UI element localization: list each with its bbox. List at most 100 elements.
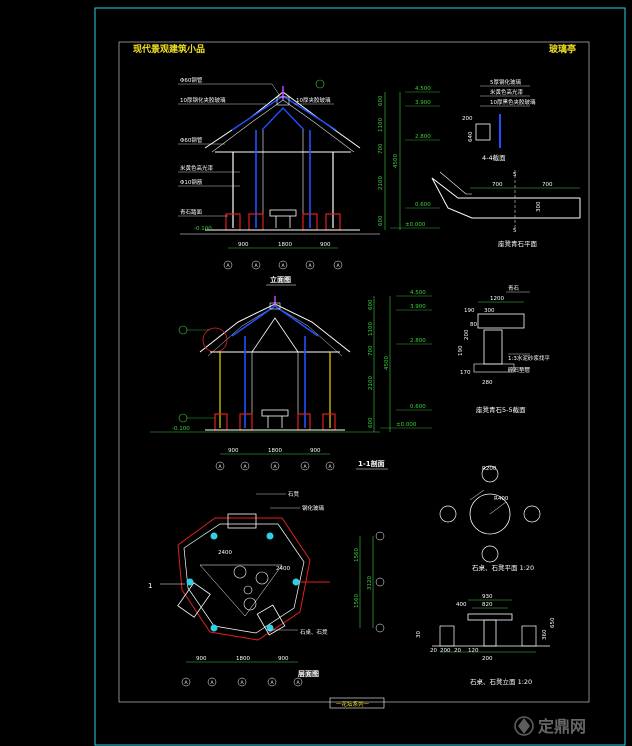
elev-leader-4: Φ60钢管: [180, 136, 203, 144]
table-elev-dim-11: 360: [542, 629, 548, 640]
bench-sec-leader-3: 碎石垫层: [508, 366, 531, 374]
bench-sec-dim-3: 300: [484, 308, 495, 314]
detail-leader-3: 10厚黑色夹胶玻璃: [490, 98, 536, 106]
plan-inner-dim-2: 2400: [276, 566, 290, 572]
plan-marker: 1: [148, 582, 152, 590]
bench-sec-dim-8: 170: [460, 370, 471, 376]
elevation-view: Φ60钢管 10厚钢化夹胶玻璃 10厚夹胶玻璃 Φ60钢管 米黄色高光漆 Φ10…: [178, 76, 440, 286]
section-level-4: 0.600: [410, 404, 426, 410]
drawing-title: 现代景观建筑小品: [133, 43, 205, 55]
section-dim-2: 1100: [368, 322, 374, 336]
section-bdim-1: 900: [228, 448, 239, 454]
table-elev-title: 石桌、石凳立面 1:20: [470, 677, 532, 686]
outer-frame: [94, 7, 626, 746]
table-elev-dim-2: 820: [482, 602, 493, 608]
elevation-view-title: 立面图: [270, 275, 291, 284]
bench-sec-leader-1: 青石: [508, 284, 520, 292]
stone-bench-plan: 700 700 5 5 300 座凳青石平面: [431, 170, 581, 248]
plan-view: 1 石凳 钢化玻璃 石桌、石凳 2400 2400 1560 1560 3120…: [148, 490, 385, 687]
elev-leader-1: Φ60钢管: [180, 76, 203, 84]
detail-4-4: 5厚钢化玻璃 米黄色高光漆 10厚黑色夹胶玻璃 200 640 4-4截面: [462, 78, 536, 162]
logo-icon: [514, 716, 534, 736]
elev-leader-6: Φ10钢筋: [180, 178, 203, 186]
section-dim-1: 600: [368, 299, 374, 310]
section-bdim-2: 1800: [268, 448, 282, 454]
table-dim-1: R200: [482, 466, 497, 472]
section-axis-4: A: [303, 464, 307, 470]
plan-bdim-1: 900: [196, 656, 207, 662]
section-level-5: ±0.000: [396, 422, 417, 428]
plan-view-title: 层面图: [297, 669, 319, 678]
plan-axis-5: A: [296, 680, 300, 686]
elev-leader-5: 米黄色高光漆: [180, 164, 214, 172]
section-level-1: 4.500: [410, 290, 426, 296]
detail-view-title: 4-4截面: [482, 153, 506, 162]
bench-sec-dim-5: 190: [458, 345, 464, 356]
table-elev-dim-8: 30: [416, 631, 422, 638]
bench-sec-leader-2: 1:3水泥砂浆找平: [508, 354, 550, 362]
bench-dim-1: 700: [492, 182, 503, 188]
elev-level-5: ±0.000: [405, 222, 426, 228]
plan-axis-4: A: [270, 680, 274, 686]
bench-plan-title: 座凳青石平面: [498, 239, 538, 248]
plan-rdim-1: 1560: [354, 548, 360, 562]
plan-axis-2: A: [210, 680, 214, 686]
section-dim-4: 2100: [368, 376, 374, 390]
plan-leader-2: 钢化玻璃: [302, 504, 325, 512]
drawing-subtitle: 玻璃亭: [549, 43, 576, 55]
bench-dim-3: 5: [513, 172, 517, 178]
table-elev-dim-5: 20: [430, 648, 437, 654]
elev-bdim-1: 900: [238, 242, 249, 248]
elev-leader-7: 青石踏面: [180, 208, 203, 216]
detail-leader-1: 5厚钢化玻璃: [490, 78, 521, 86]
table-elev-dim-1: 930: [482, 594, 493, 600]
section-1-1-view: -0.100 600 1100 700 2100 600 4500 4.500 …: [150, 290, 432, 471]
bench-dim-4: 5: [513, 228, 517, 234]
table-elev-dim-3: 400: [456, 602, 467, 608]
table-stool-elevation: 930 820 400 200 20 20 120 30 650 200 360…: [416, 594, 556, 686]
section-axis-5: A: [328, 464, 332, 470]
bench-dim-2: 700: [542, 182, 553, 188]
detail-dim-2: 640: [468, 131, 474, 142]
elev-dim-5: 600: [378, 215, 384, 226]
elev-leader-2: 10厚钢化夹胶玻璃: [180, 96, 226, 104]
plan-axis-1: A: [184, 680, 188, 686]
elev-level-3: 2.800: [415, 134, 431, 140]
table-elev-dim-9: 650: [550, 617, 556, 628]
elev-level-2: 3.900: [415, 100, 431, 106]
table-elev-dim-6: 20: [454, 648, 461, 654]
section-axis-3: A: [273, 464, 277, 470]
bench-sec-dim-6: 200: [464, 329, 470, 340]
table-elev-dim-7: 120: [468, 648, 479, 654]
elev-dim-4: 2100: [378, 176, 384, 190]
elev-level-4: 0.600: [415, 202, 431, 208]
bench-sec-dim-1: 1200: [490, 296, 504, 302]
bench-sec-dim-7: 280: [482, 380, 493, 386]
sheet-caption: 一花坛系列一: [336, 700, 370, 708]
plan-rdim-2: 1560: [354, 594, 360, 608]
section-dim-5: 600: [368, 417, 374, 428]
elev-axis-1: A: [226, 263, 230, 269]
section-bdim-3: 900: [310, 448, 321, 454]
elev-axis-5: A: [336, 263, 340, 269]
plan-rdim-total: 3120: [367, 576, 373, 590]
elev-leader-3: 10厚夹胶玻璃: [296, 96, 331, 104]
section-axis-1: A: [218, 464, 222, 470]
plan-bdim-3: 900: [278, 656, 289, 662]
section-dim-3: 700: [368, 345, 374, 356]
table-elev-dim-4: 200: [440, 648, 451, 654]
bench-sec-dim-2: 190: [464, 308, 475, 314]
table-elev-dim-10: 200: [482, 656, 493, 662]
elev-bdim-3: 900: [320, 242, 331, 248]
section-axis-2: A: [243, 464, 247, 470]
plan-leader-1: 石凳: [288, 490, 300, 498]
table-stool-plan: R200 R400 石桌、石凳平面 1:20: [439, 465, 541, 572]
elev-axis-3: A: [281, 263, 285, 269]
elev-dim-2: 1100: [378, 118, 384, 132]
inner-frame: [118, 41, 590, 703]
elev-dim-total: 4500: [393, 154, 399, 168]
section-level-2: 3.900: [410, 304, 426, 310]
section-level-3: 2.800: [410, 338, 426, 344]
section-dim-total: 4500: [384, 356, 390, 370]
